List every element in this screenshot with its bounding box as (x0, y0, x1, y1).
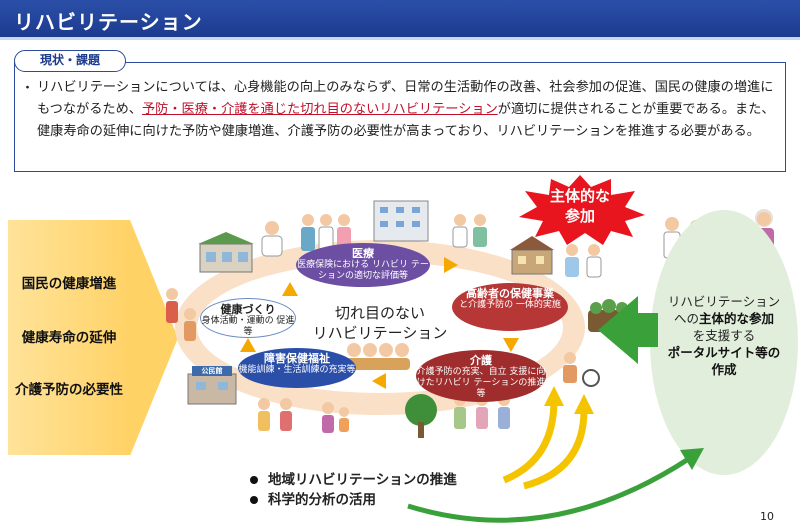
green-arrow-shaft (636, 313, 658, 347)
hospital-building-icon (373, 200, 429, 242)
node-medical-desc: 医療保険における リハビリ テーションの適切な評価等 (297, 260, 429, 281)
care-house-icon (510, 236, 554, 275)
right-line2a: への (673, 311, 699, 326)
care-staff-figure-icon (565, 244, 602, 278)
cycle-center-line1: 切れ目のない (334, 304, 425, 322)
title-bar: リハビリテーション (0, 0, 800, 40)
bottom-list-item: 科学的分析の活用 (250, 490, 457, 510)
node-elderly-health-desc: と介護予防の 一体的実施 (459, 300, 561, 310)
cycle-arrow-icon (503, 338, 519, 352)
bullet-dot-icon (250, 496, 258, 504)
node-disability-welfare-desc: 機能訓練・生活訓練の充実等 (238, 365, 356, 375)
left-item-health: 国民の健康増進 (21, 276, 117, 292)
page-number: 10 (760, 510, 774, 523)
bullet-marker: ・ (21, 81, 35, 96)
community-center-sign: 公民館 (201, 367, 223, 375)
left-panel-arrow (130, 220, 178, 456)
burst-line2: 参加 (564, 207, 595, 225)
left-item-lifespan: 健康寿命の延伸 (21, 330, 117, 346)
support-arrows-icon (502, 386, 594, 490)
bottom-list-item: 地域リハビリテーションの推進 (250, 470, 457, 490)
right-line4: ポータルサイト等の (667, 345, 781, 360)
node-care-desc: 介護予防の充実、自立 支援に向けたリハビリ テーションの推進等 (416, 367, 546, 399)
tree-park-icon (405, 394, 437, 438)
node-disability-welfare-title: 障害保健福祉 (264, 352, 330, 365)
node-disability-welfare: 障害保健福祉 機能訓練・生活訓練の充実等 (238, 348, 356, 388)
bottom-list: 地域リハビリテーションの推進 科学的分析の活用 (250, 470, 457, 510)
node-medical-title: 医療 (352, 247, 374, 260)
right-line2b: 主体的な参加 (699, 311, 775, 326)
elderly-group-icon (346, 343, 410, 370)
exercise-figure-icon (166, 288, 196, 341)
cycle-arrow-icon (240, 338, 256, 352)
nurses-figure-icon (452, 214, 487, 248)
burst-badge-icon (519, 175, 645, 245)
page-title: リハビリテーション (14, 10, 203, 34)
burst-line1: 主体的な (549, 187, 610, 205)
left-panel: 国民の健康増進 健康寿命の延伸 介護予防の必要性 (8, 220, 130, 455)
cycle-center-line2: リハビリテーション (312, 324, 448, 342)
right-line3: を支援する (692, 328, 756, 343)
wheelchair-care-icon (563, 352, 600, 387)
right-panel-oval (650, 210, 798, 475)
node-elderly-health-title: 高齢者の保健事業 (466, 287, 554, 300)
issues-text-before: リハビリテーションについては、心身機能の向上のみならず、日常の生活動作の改善、社… (37, 80, 774, 117)
cycle-center-label: 切れ目のない リハビリテーション (300, 303, 460, 343)
issues-text: リハビリテーションについては、心身機能の向上のみならず、日常の生活動作の改善、社… (37, 77, 775, 143)
issues-text-after: が適切に提供されることが重要である。また、健康寿命の延伸に向けた予防や健康増進、… (37, 102, 775, 139)
family-figure-icon (322, 402, 349, 433)
right-panel-text: リハビリテーション への主体的な参加 を支援する ポータルサイト等の 作成 (650, 293, 798, 378)
cycle-arrow-icon (372, 373, 386, 389)
node-medical: 医療 医療保険における リハビリ テーションの適切な評価等 (296, 243, 430, 287)
burst-text: 主体的な 参加 (515, 186, 645, 226)
clinic-building-icon (198, 232, 254, 273)
node-health-promotion-desc: 身体活動・運動の 促進等 (201, 316, 295, 337)
node-care: 介護 介護予防の充実、自立 支援に向けたリハビリ テーションの推進等 (416, 350, 546, 402)
disabled-support-icon (258, 398, 292, 431)
node-health-promotion: 健康づくり 身体活動・運動の 促進等 (200, 298, 296, 338)
green-arrow-icon (598, 296, 638, 364)
node-health-promotion-title: 健康づくり (220, 303, 276, 316)
cycle-arrow-icon (444, 257, 458, 273)
medical-staff-group-icon (301, 214, 351, 252)
node-care-title: 介護 (470, 354, 492, 367)
node-elderly-health: 高齢者の保健事業 と介護予防の 一体的実施 (452, 283, 568, 331)
cycle-arrow-icon (282, 282, 298, 296)
issues-box: ・ リハビリテーションについては、心身機能の向上のみならず、日常の生活動作の改善… (14, 62, 786, 172)
bullet-dot-icon (250, 476, 258, 484)
doctor-figure-icon (261, 221, 283, 257)
green-curve-arrow-icon (407, 448, 704, 523)
left-item-prevention: 介護予防の必要性 (15, 382, 123, 398)
right-line5: 作成 (711, 362, 737, 377)
community-center-icon (187, 366, 237, 405)
issues-text-highlight: 予防・医療・介護を通じた切れ目のないリハビリテーション (141, 102, 498, 117)
right-line1: リハビリテーション (667, 294, 781, 309)
status-tag: 現状・課題 (14, 50, 126, 72)
